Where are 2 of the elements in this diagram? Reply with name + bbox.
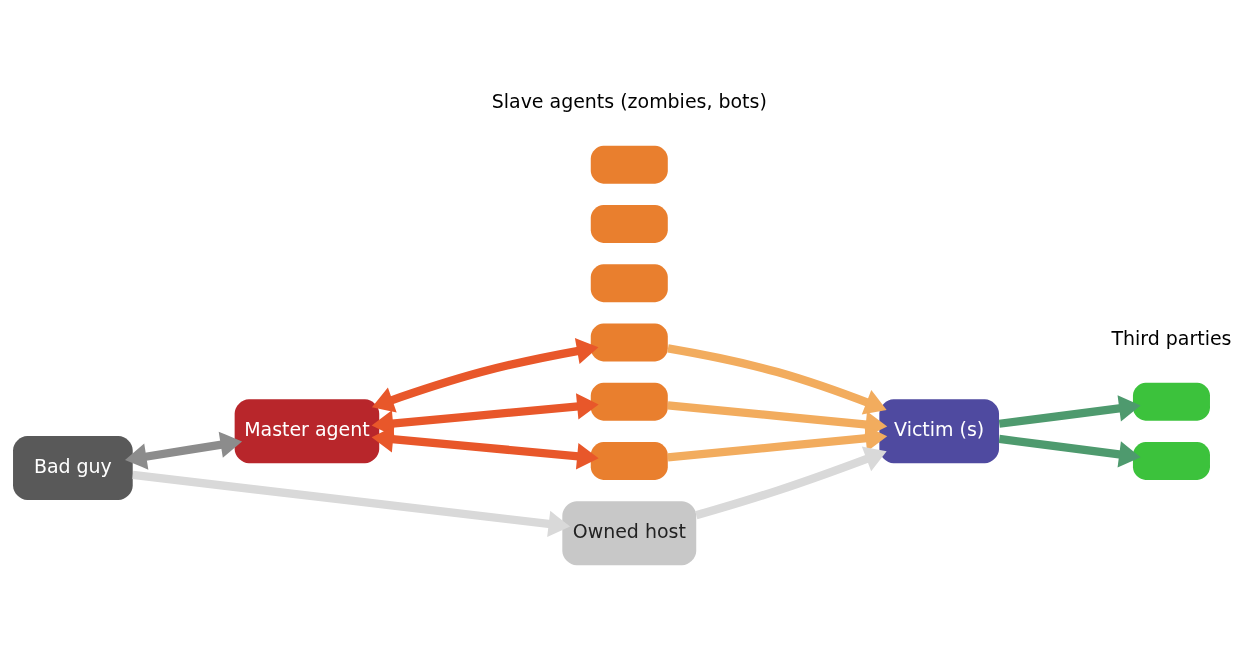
label: Slave agents (zombies, bots) (491, 89, 767, 112)
label: Third parties (1111, 326, 1232, 349)
